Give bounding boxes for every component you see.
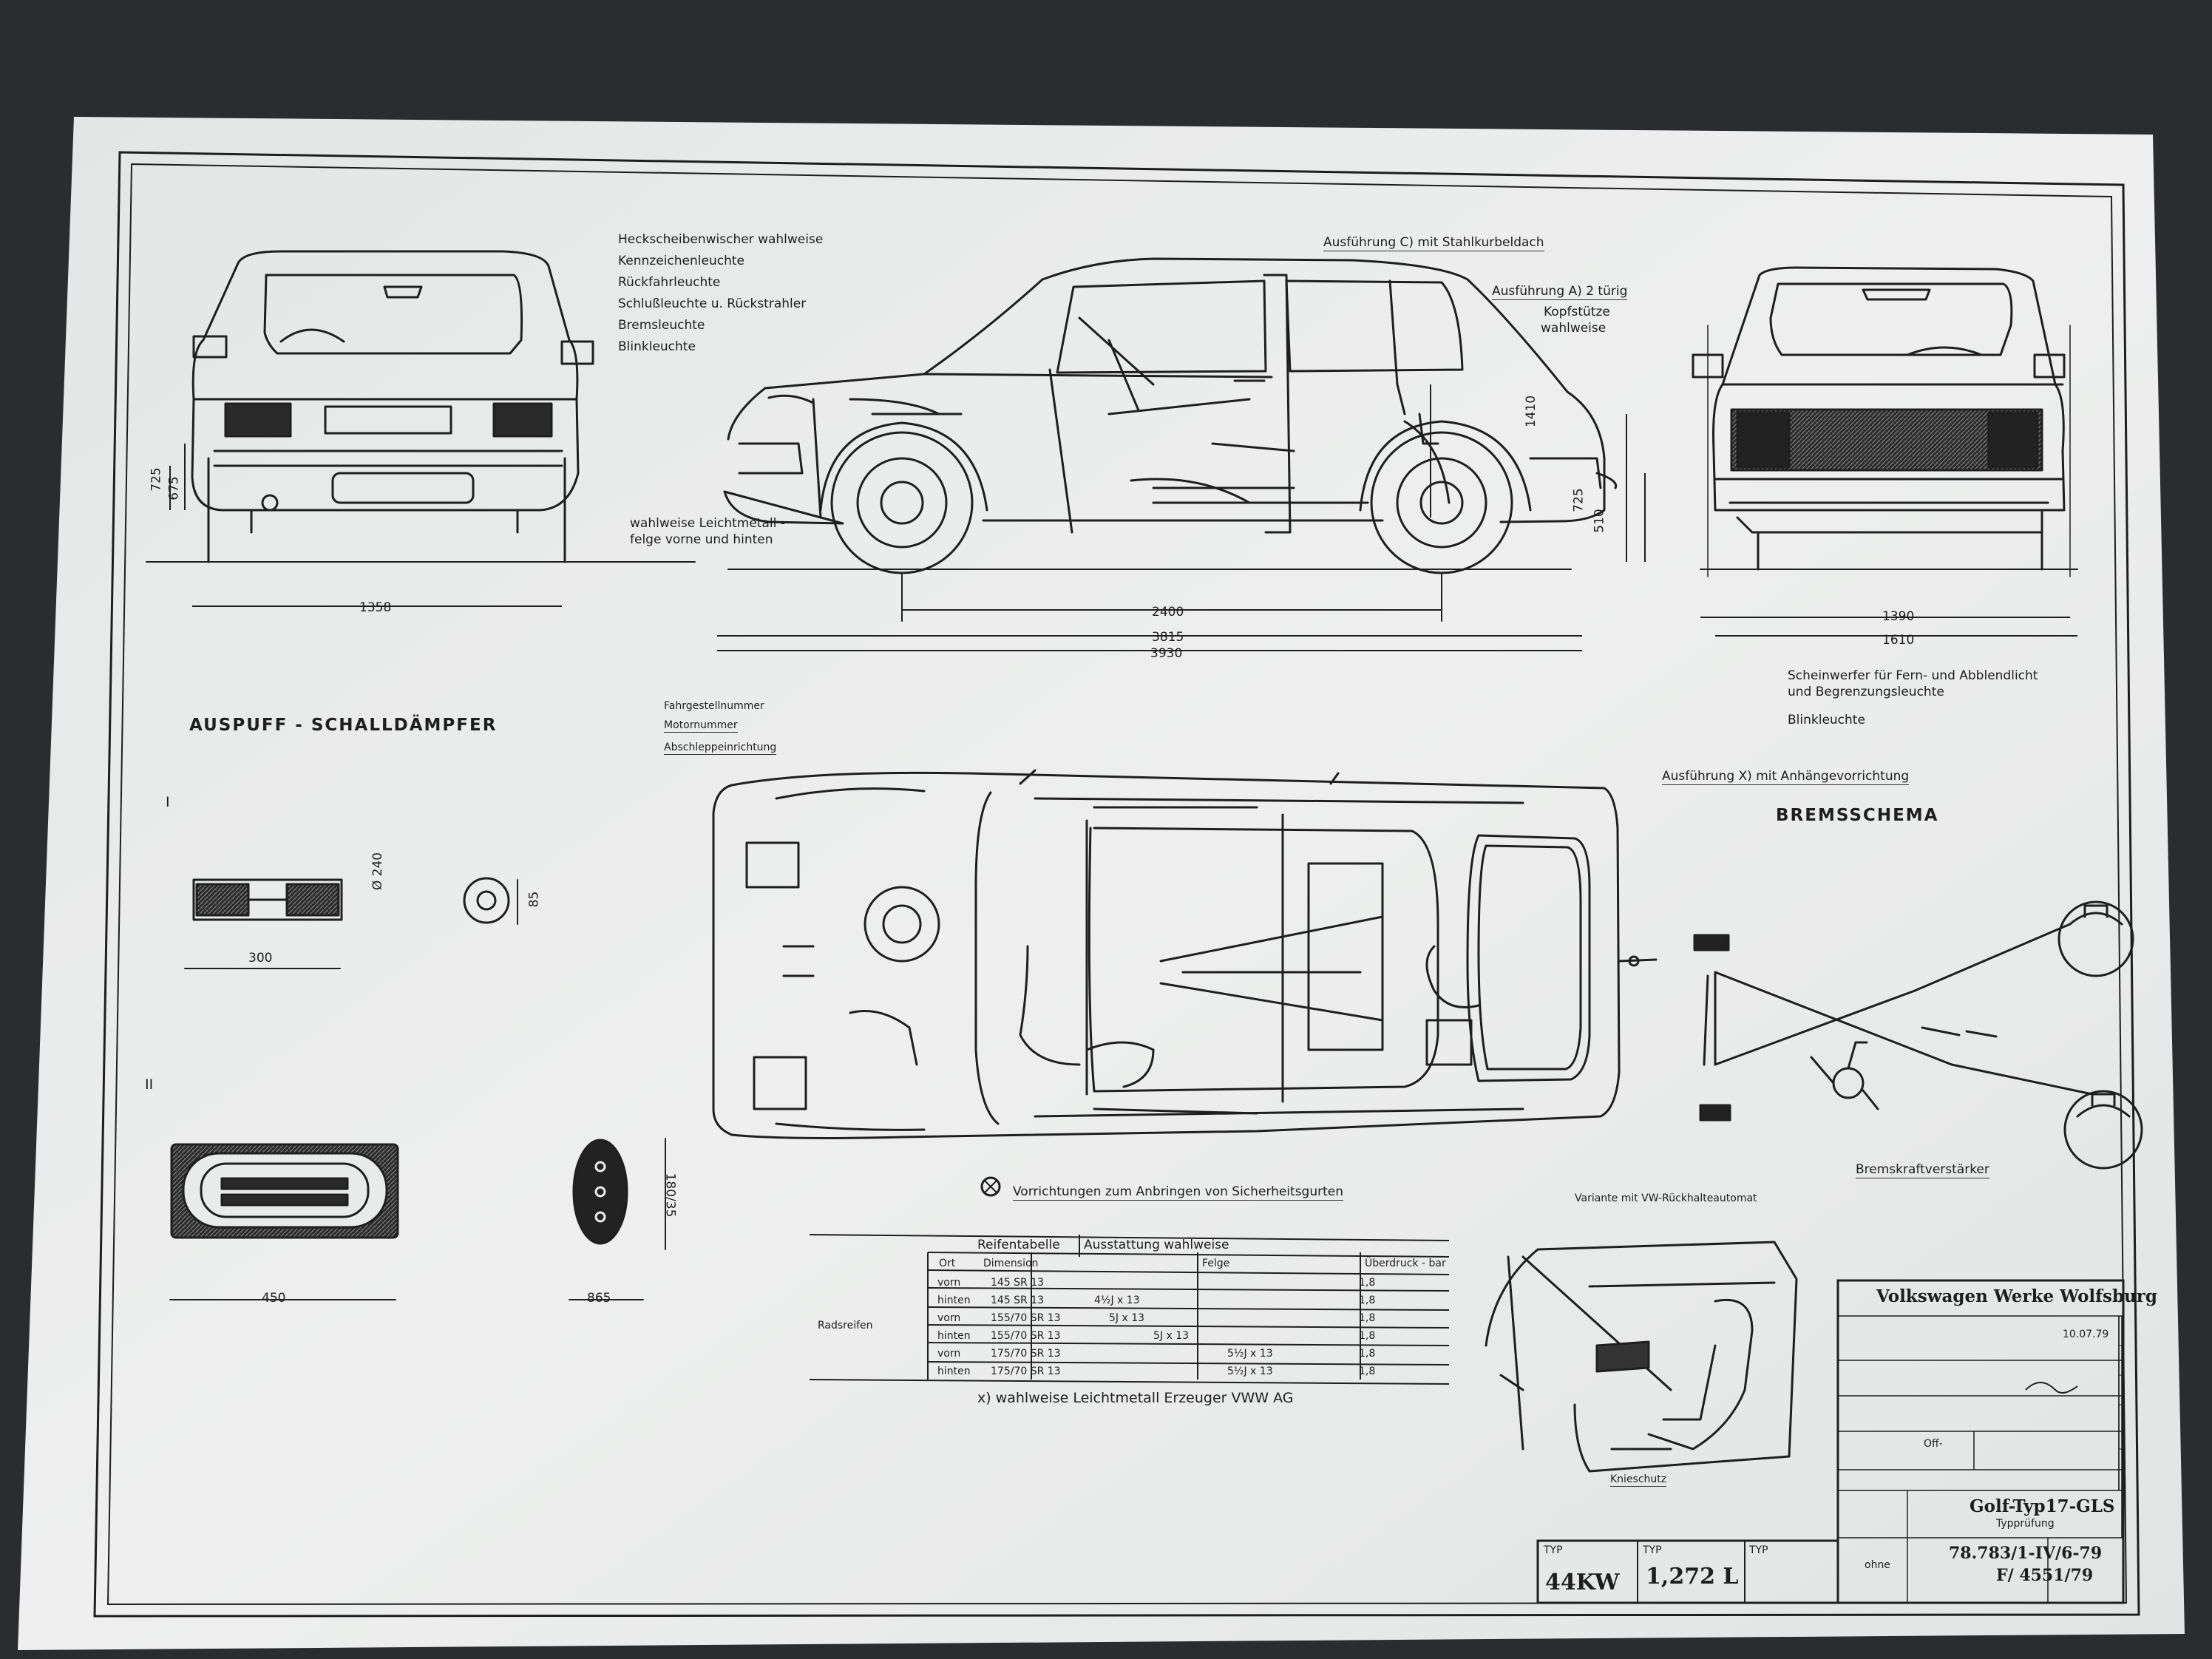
plan-label-variant: Variante mit VW-Rückhalteautomat bbox=[1575, 1192, 1757, 1204]
tire-cell: 5J x 13 bbox=[1109, 1312, 1145, 1324]
tire-header-pressure: Überdruck - bar bbox=[1365, 1258, 1446, 1269]
tire-header-rim: Felge bbox=[1202, 1258, 1230, 1269]
type-box-label: TYP bbox=[1643, 1544, 1662, 1556]
rear-label-wiper: Heckscheibenwischer wahlweise bbox=[618, 232, 824, 247]
plan-label-tow: Ausführung X) mit Anhängevorrichtung bbox=[1662, 769, 1910, 785]
plan-label-tow-eye: Abschleppeinrichtung bbox=[664, 742, 777, 755]
tire-cell: 5½J x 13 bbox=[1227, 1365, 1273, 1377]
dim-side-h1: 1410 bbox=[1524, 395, 1539, 428]
muffler-heading: AUSPUFF - SCHALLDÄMPFER bbox=[189, 716, 498, 735]
dim-muffler2-w: 865 bbox=[587, 1291, 611, 1306]
tire-cell: hinten bbox=[937, 1365, 971, 1377]
tire-cell: 1,8 bbox=[1359, 1312, 1376, 1324]
muffler-roman-1: I bbox=[166, 794, 170, 810]
brake-heading: BREMSSCHEMA bbox=[1776, 806, 1939, 825]
tire-cell: 155/70 SR 13 bbox=[991, 1330, 1061, 1342]
title-block-off: Off- bbox=[1924, 1438, 1943, 1450]
tire-cell: hinten bbox=[937, 1330, 971, 1342]
front-view-drawing bbox=[1692, 266, 2078, 577]
plan-view-drawing bbox=[712, 769, 1658, 1139]
brake-booster: Bremskraftverstärker bbox=[1856, 1162, 1989, 1178]
muffler-roman-2: II bbox=[145, 1076, 154, 1093]
title-block-scale: ohne bbox=[1865, 1559, 1890, 1571]
plan-label-seatbelt: Vorrichtungen zum Anbringen von Sicherhe… bbox=[1013, 1184, 1344, 1201]
title-block-model: Golf-Typ17-GLS bbox=[1970, 1496, 2115, 1516]
dim-front-w2: 1610 bbox=[1882, 633, 1915, 648]
tire-cell: 5½J x 13 bbox=[1227, 1348, 1273, 1360]
dim-muffler1-end: 85 bbox=[526, 891, 542, 908]
rear-label-indicator: Blinkleuchte bbox=[618, 339, 696, 354]
tire-cell: 1,8 bbox=[1359, 1348, 1376, 1360]
side-label-headrest-opt: wahlweise bbox=[1541, 321, 1607, 336]
tire-cell: 1,8 bbox=[1359, 1330, 1376, 1342]
dim-side-h3: 510 bbox=[1592, 509, 1607, 533]
tire-cell: hinten bbox=[937, 1295, 971, 1306]
dim-front-w1: 1390 bbox=[1882, 609, 1915, 624]
dim-rear-h1: 725 bbox=[149, 467, 164, 492]
side-label-wheel-1: wahlweise Leichtmetall - bbox=[630, 516, 785, 531]
side-view-drawing bbox=[723, 257, 1618, 622]
tire-cell: 1,8 bbox=[1359, 1277, 1376, 1289]
tire-cell: 175/70 SR 13 bbox=[991, 1365, 1061, 1377]
tire-cell: 1,8 bbox=[1359, 1365, 1376, 1377]
side-label-roof-a: Ausführung A) 2 türig bbox=[1492, 284, 1628, 300]
dim-muffler1-dia: Ø 240 bbox=[370, 852, 386, 891]
dim-overall-2: 3930 bbox=[1150, 646, 1183, 661]
rear-label-reverse: Rückfahrleuchte bbox=[618, 275, 721, 290]
dim-muffler1-len: 300 bbox=[248, 951, 273, 966]
muffler-drawings bbox=[169, 877, 666, 1300]
tire-cell: 145 SR 13 bbox=[991, 1277, 1045, 1289]
tire-cell: vorn bbox=[937, 1348, 961, 1360]
tire-header-dimension: Dimension bbox=[983, 1258, 1039, 1269]
tire-table-lines bbox=[809, 1234, 1450, 1385]
tire-group-label: Radsreifen bbox=[818, 1320, 873, 1331]
title-block-ref-no: F/ 4551/79 bbox=[1996, 1566, 2094, 1585]
tire-table-title-opt: Ausstattung wahlweise bbox=[1084, 1238, 1229, 1252]
tire-cell: 175/70 SR 13 bbox=[991, 1348, 1061, 1360]
paper-sheet bbox=[18, 117, 2185, 1650]
tire-table-footnote: x) wahlweise Leichtmetall Erzeuger VWW A… bbox=[977, 1390, 1294, 1406]
tire-cell: 145 SR 13 bbox=[991, 1295, 1045, 1306]
front-label-headlamp-1: Scheinwerfer für Fern- und Abblendlicht bbox=[1788, 668, 2038, 683]
tire-cell: 155/70 SR 13 bbox=[991, 1312, 1061, 1324]
title-block-date: 10.07.79 bbox=[2063, 1329, 2109, 1340]
type-box-label: TYP bbox=[1544, 1544, 1563, 1556]
type-box-power: 44KW bbox=[1545, 1570, 1620, 1595]
tire-table-title: Reifentabelle bbox=[977, 1238, 1060, 1252]
title-block-drawing-no: 78.783/1-IV/6-79 bbox=[1949, 1544, 2103, 1563]
plan-label-knee: Knieschutz bbox=[1610, 1473, 1667, 1487]
brake-scheme-drawing bbox=[1693, 900, 2143, 1170]
seatbelt-sketch bbox=[1485, 1241, 1798, 1473]
plan-label-engine: Motornummer bbox=[664, 719, 738, 733]
dim-muffler2-len: 450 bbox=[262, 1291, 286, 1306]
title-block-subtitle: Typprüfung bbox=[1996, 1518, 2055, 1530]
dim-rear-h2: 675 bbox=[166, 476, 182, 501]
front-label-headlamp-2: und Begrenzungsleuchte bbox=[1788, 685, 1944, 699]
dim-overall-1: 3815 bbox=[1152, 630, 1184, 645]
tire-header-place: Ort bbox=[939, 1258, 956, 1269]
dim-muffler2-h: 180/35 bbox=[662, 1173, 678, 1218]
dim-rear-width: 1358 bbox=[359, 600, 392, 615]
rear-label-tail: Schlußleuchte u. Rückstrahler bbox=[618, 296, 807, 311]
type-box-label: TYP bbox=[1749, 1544, 1768, 1556]
front-label-indicator: Blinkleuchte bbox=[1788, 713, 1865, 727]
type-box-displacement: 1,272 L bbox=[1646, 1564, 1739, 1590]
tire-cell: 4½J x 13 bbox=[1094, 1295, 1140, 1306]
side-label-headrest: Kopfstütze bbox=[1544, 305, 1610, 319]
rear-label-brake: Bremsleuchte bbox=[618, 318, 705, 333]
rear-view-drawing bbox=[146, 250, 696, 563]
tire-cell: vorn bbox=[937, 1277, 961, 1289]
tire-cell: 1,8 bbox=[1359, 1295, 1376, 1306]
tire-cell: 5J x 13 bbox=[1153, 1330, 1190, 1342]
side-label-roof-c: Ausführung C) mit Stahlkurbeldach bbox=[1323, 235, 1544, 251]
dim-wheelbase: 2400 bbox=[1152, 605, 1184, 620]
tire-cell: vorn bbox=[937, 1312, 961, 1324]
plan-label-chassis: Fahrgestellnummer bbox=[664, 700, 764, 712]
title-block-company: Volkswagen Werke Wolfsburg bbox=[1876, 1286, 2158, 1306]
side-label-wheel-2: felge vorne und hinten bbox=[630, 532, 773, 547]
dim-side-h2: 725 bbox=[1571, 488, 1587, 512]
rear-label-plate-light: Kennzeichenleuchte bbox=[618, 254, 744, 268]
